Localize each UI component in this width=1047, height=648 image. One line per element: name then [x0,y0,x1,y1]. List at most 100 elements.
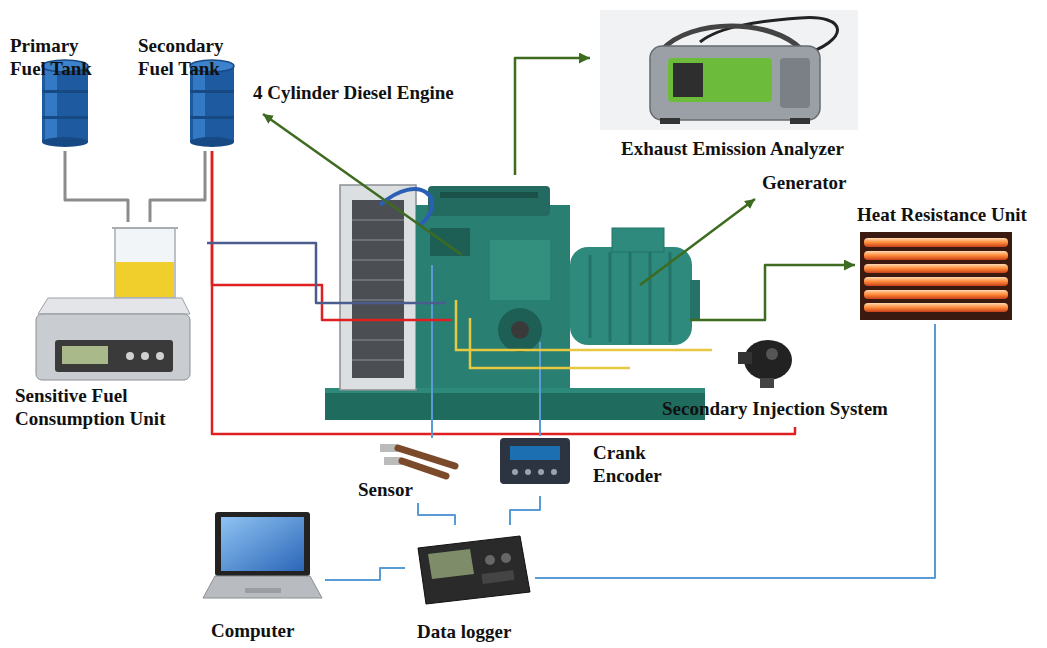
emission-analyzer: Exhaust Emission Analyzer [590,8,875,166]
diesel-genset-part [570,247,692,345]
exhaust-analyzer-part [790,118,810,124]
diesel-genset-part [539,342,541,410]
data-logger-device [418,536,530,604]
heat-resistance-unit-part [864,251,1008,260]
exhaust-analyzer-part [660,118,680,124]
logger-unit: Data logger [405,525,535,646]
data-logger-device-part [482,570,515,584]
connector-line [325,568,405,580]
generator-unit: Generator [570,230,690,340]
heat-resistance-unit-part [864,277,1008,286]
data-logger-device-part [485,555,495,565]
fuel-tank: Secondary Fuel Tank [138,33,263,151]
diesel-genset-part [416,205,570,388]
fuel-beaker-and-scale-part [141,352,149,360]
connector-line [431,410,433,438]
primary-fuel-drum-part [42,90,88,93]
diesel-genset-part [690,280,700,320]
connector-line [65,151,128,222]
diesel-genset-part [352,200,404,378]
fuel-beaker-and-scale-part [36,314,190,380]
engine-unit: 4 Cylinder Diesel Engine [330,175,570,410]
exhaust-analyzer-part [600,10,858,130]
diesel-genset-part [470,318,570,368]
crank-encoder-device-part [512,469,518,475]
diesel-genset-part [590,250,670,344]
diesel-genset-part [330,302,446,305]
connector-line [570,367,630,370]
computer-unit: Computer [205,508,325,646]
exhaust-analyzer-part [780,58,810,108]
data-logger-device-part [501,553,511,563]
crank-encoder-device [500,438,570,484]
connector-line [212,151,795,434]
component-label: 4 Cylinder Diesel Engine [250,82,457,105]
leader-arrows-part [263,114,462,255]
heat-resistance-unit-part [864,238,1008,247]
diesel-genset-part [511,321,529,339]
heat-resistance-unit-part [864,264,1008,273]
component-label: Crank Encoder [593,442,668,488]
component-label: Data logger [417,621,511,644]
heat-resistance-unit-part [860,232,1012,320]
fuel-beaker-and-scale-part [156,352,164,360]
connector-line [515,58,590,175]
heat-resistance-unit [860,232,1012,320]
diesel-genset-part [325,388,705,420]
component-label: Exhaust Emission Analyzer [590,138,875,161]
secondary-fuel-drum-part [190,116,234,119]
component-label: Heat Resistance Unit [857,204,1027,227]
secondary-fuel-drum-part [190,137,234,147]
exhaust-analyzer-part [673,63,703,97]
connector-line [207,243,330,303]
primary-fuel-drum-part [42,116,88,119]
sensor-unit: Sensor [355,438,465,503]
laptop [203,512,322,598]
connector-line [212,151,330,320]
connector-line [510,496,540,525]
crank-encoder-device-part [525,469,531,475]
fuel-beaker-and-scale-part [116,262,174,297]
component-label: Sensor [358,479,413,502]
component-label: Sensitive Fuel Consumption Unit [15,385,195,431]
component-label: Secondary Injection System [630,398,920,421]
diesel-genset-part [440,192,538,198]
data-logger-device-part [428,549,474,579]
component-label: Secondary Fuel Tank [138,35,250,81]
diesel-genset-part [380,189,432,225]
fuel-scale-unit: Sensitive Fuel Consumption Unit [12,222,207,440]
secondary-injector [738,340,792,388]
fuel-beaker-and-scale [36,228,190,380]
injection-unit: Secondary Injection System [630,332,920,427]
heat-resistance-unit-part [864,290,1008,299]
crank-encoder-device-part [510,446,560,460]
diesel-genset-part [612,228,664,252]
sensor-probes [380,444,455,476]
exhaust-analyzer-part [650,46,820,120]
fuel-beaker-and-scale-part [126,352,134,360]
fuel-tank: Primary Fuel Tank [8,33,118,151]
diesel-genset-part [498,308,542,352]
fuel-beaker-and-scale-part [38,298,190,314]
laptop-part [203,576,322,598]
diesel-genset-part [430,228,470,256]
laptop-part [245,588,281,593]
diesel-genset-part [428,186,550,216]
crank-encoder-device-part [538,469,544,475]
component-label: Generator [762,172,846,195]
secondary-fuel-drum-part [190,90,234,93]
heat-load-unit: Heat Resistance Unit [855,202,1043,324]
diesel-genset [325,185,712,420]
fuel-beaker-and-scale-part [112,227,178,229]
diesel-genset-part [431,265,433,410]
crank-encoder-device-part [500,438,570,484]
laptop-part [221,517,304,571]
connector-line [535,324,935,578]
diesel-genset-part [456,300,712,350]
encoder-unit: Crank Encoder [497,436,662,496]
connector-line [690,265,855,320]
diesel-genset-part [490,240,550,300]
connector-line [418,503,455,525]
